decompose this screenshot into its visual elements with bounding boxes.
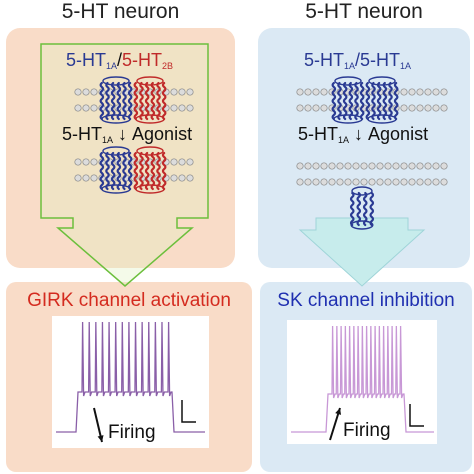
- left-voltage-trace: [56, 321, 205, 433]
- left-scale-bar-icon: [181, 400, 196, 423]
- right-receptor-b-sub: 1A: [400, 61, 412, 71]
- left-receptor-protein-a-after: [99, 146, 133, 194]
- right-receptor-internalized: [349, 186, 375, 230]
- down-arrow-icon: ↓: [349, 124, 369, 144]
- right-result-title: SK channel inhibition: [277, 290, 455, 311]
- right-receptor-title: 5-HT1A/5-HT1A: [304, 50, 411, 76]
- right-scale-bar-icon: [409, 404, 424, 427]
- left-heading: 5-HT neuron: [61, 0, 180, 23]
- right-receptor-slash: /: [355, 50, 361, 70]
- right-receptor-b: 5-HT: [360, 50, 401, 70]
- right-heading: 5-HT neuron: [305, 0, 423, 23]
- right-receptor-a: 5-HT: [304, 50, 344, 70]
- down-arrow-icon: ↓: [113, 124, 133, 144]
- right-agonist-post: Agonist: [368, 124, 429, 144]
- left-result-title: GIRK channel activation: [27, 290, 231, 311]
- right-top-panel: [258, 28, 470, 268]
- left-agonist-post: Agonist: [132, 124, 193, 144]
- right-agonist-label: 5-HT1A ↓ Agonist: [298, 124, 428, 145]
- right-firing-label: Firing: [343, 420, 391, 441]
- right-agonist-pre: 5-HT: [298, 124, 338, 144]
- right-receptor-a-sub: 1A: [344, 61, 356, 71]
- left-receptor-protein-a: [99, 76, 133, 124]
- left-agonist-sub: 1A: [102, 135, 114, 145]
- left-receptor-a-sub: 1A: [106, 61, 118, 71]
- left-agonist-pre: 5-HT: [62, 124, 102, 144]
- left-top-panel: [6, 28, 235, 268]
- right-flow-arrow: [298, 217, 426, 287]
- left-receptor-slash: /: [117, 50, 123, 70]
- right-firing-up-arrow-icon: [329, 407, 342, 441]
- left-firing-down-arrow-icon: [93, 407, 104, 443]
- left-trace-box: [52, 316, 209, 448]
- left-receptor-a: 5-HT: [66, 50, 106, 70]
- right-receptor-protein-a: [331, 76, 365, 124]
- left-receptor-b-sub: 2B: [162, 61, 174, 71]
- left-receptor-protein-b: [133, 76, 167, 124]
- right-receptor-protein-b: [365, 76, 399, 124]
- right-voltage-trace: [291, 325, 434, 433]
- left-receptor-b: 5-HT: [122, 50, 163, 70]
- left-receptor-protein-b-after: [133, 146, 167, 194]
- right-membrane-bottom: [296, 162, 448, 186]
- right-agonist-sub: 1A: [338, 135, 350, 145]
- left-receptor-title: 5-HT1A/5-HT2B: [66, 50, 173, 76]
- left-agonist-label: 5-HT1A ↓ Agonist: [62, 124, 192, 145]
- left-firing-label: Firing: [108, 422, 156, 443]
